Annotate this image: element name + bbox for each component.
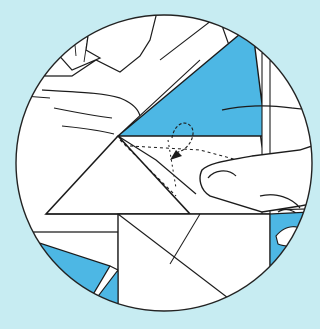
illustration-canvas (0, 0, 320, 329)
origami-illustration (0, 0, 320, 329)
